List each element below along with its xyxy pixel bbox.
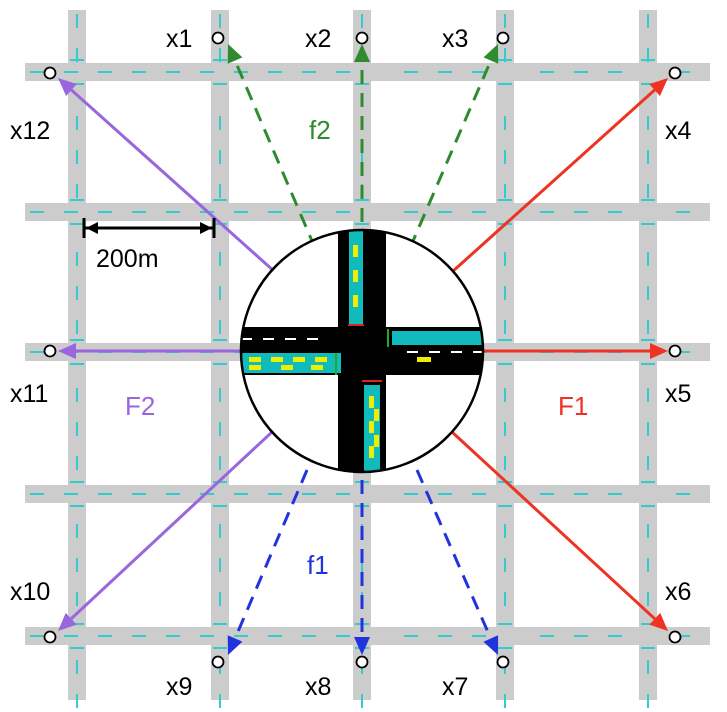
inset-car — [374, 409, 379, 421]
node-x11-marker — [43, 344, 57, 358]
node-x2-marker — [355, 31, 369, 45]
inset-car — [353, 270, 358, 282]
node-x1-marker — [211, 31, 225, 45]
arrow-f1-to-x9-head — [227, 635, 243, 655]
arrow-f1-to-x5-head — [650, 343, 668, 359]
node-x10-label: x10 — [10, 578, 50, 606]
road-horizontal — [25, 627, 710, 645]
node-x12-label: x12 — [10, 117, 50, 145]
inset-car — [281, 365, 293, 370]
inset-car — [369, 446, 374, 458]
road-horizontal — [25, 485, 710, 503]
arrow-f1-to-x6-shaft — [450, 430, 656, 620]
node-x11-label: x11 — [10, 380, 48, 408]
inset-car — [353, 245, 358, 257]
node-x8-marker — [355, 655, 369, 669]
destination-nodes: x1 x2 x3 x4 x5 x6 x7 x8 x9 x10 x11 x12 — [10, 25, 692, 701]
inset-car — [374, 435, 379, 447]
arrow-f2-to-x1-shaft — [233, 59, 317, 249]
road-horizontal — [25, 63, 710, 81]
inset-lane-east — [392, 331, 483, 345]
node-x10-marker — [43, 630, 57, 644]
inset-car — [369, 396, 374, 408]
inset-car — [311, 365, 323, 370]
arrow-f2-to-x12-shaft — [70, 88, 276, 274]
inset-border — [239, 228, 485, 474]
arrow-f1-to-x4-head — [649, 78, 668, 96]
node-x3-label: x3 — [442, 25, 468, 53]
arrow-f1-to-x6-head — [649, 612, 668, 631]
arrow-f1-to-x7-shaft — [415, 469, 493, 640]
inset-car — [315, 357, 327, 362]
inset-content — [241, 230, 483, 472]
scale-bar-label: 200m — [96, 245, 159, 273]
inset-car — [369, 421, 374, 433]
inset-car — [293, 357, 305, 362]
road-horizontal — [25, 203, 710, 221]
node-x7-marker — [496, 655, 510, 669]
node-x2-label: x2 — [305, 25, 331, 53]
node-x5-marker — [668, 344, 682, 358]
node-x7-label: x7 — [442, 673, 468, 701]
arrow-f2-to-x1-head — [227, 44, 243, 64]
node-x1-label: x1 — [166, 25, 192, 53]
node-x9-marker — [211, 655, 225, 669]
inset-junction — [336, 325, 388, 377]
arrow-f1-to-x4-shaft — [450, 88, 656, 274]
arrow-f2-to-x2-head — [354, 44, 370, 62]
arrow-f1-to-x8-head — [354, 637, 370, 655]
arrow-f2-to-x12-head — [58, 78, 77, 96]
flow-label-f2: f2 — [309, 115, 331, 145]
arrow-f2-to-x11-head — [58, 343, 76, 359]
flow-label-f1: f1 — [307, 550, 329, 580]
arrow-f2-to-x10-shaft — [70, 430, 274, 620]
node-x8-label: x8 — [305, 673, 331, 701]
intersection-inset — [239, 228, 485, 474]
node-x12-marker — [43, 66, 57, 80]
flow-arrows — [58, 44, 668, 655]
node-x5-label: x5 — [665, 380, 691, 408]
scale-bar: 200m — [82, 218, 216, 273]
arrow-f2-to-x10-head — [58, 612, 77, 631]
arrow-f1-to-x9-shaft — [233, 469, 309, 640]
inset-car — [271, 357, 283, 362]
inset-car — [353, 295, 358, 307]
node-x9-label: x9 — [166, 673, 192, 701]
node-x3-marker — [496, 31, 510, 45]
node-x6-label: x6 — [665, 578, 691, 606]
flow-label-f2: F2 — [125, 391, 155, 421]
inset-car — [417, 357, 431, 362]
inset-car — [249, 365, 261, 370]
node-x4-label: x4 — [665, 117, 692, 145]
arrow-f2-to-x3-shaft — [408, 59, 493, 249]
flow-label-f1: F1 — [558, 391, 588, 421]
arrow-f2-to-x3-head — [483, 44, 499, 64]
node-x6-marker — [668, 630, 682, 644]
inset-car — [249, 357, 261, 362]
arrow-f1-to-x7-head — [483, 635, 499, 655]
node-x4-marker — [668, 66, 682, 80]
